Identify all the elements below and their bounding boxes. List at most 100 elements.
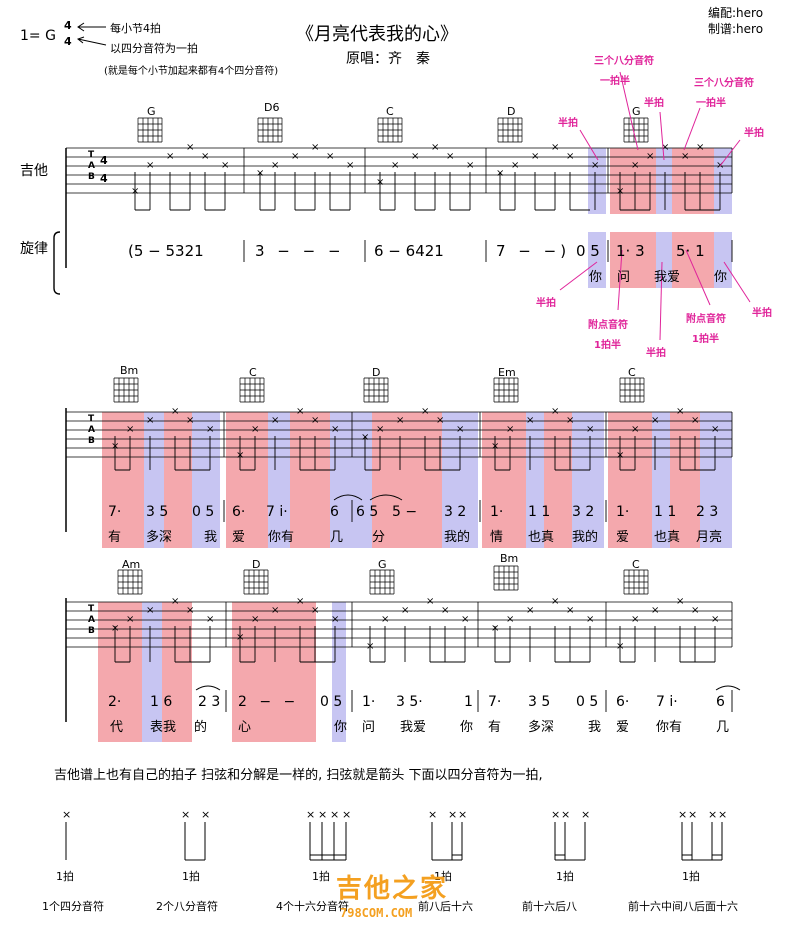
svg-text:×: ×	[428, 808, 437, 821]
svg-text:×: ×	[251, 614, 259, 625]
svg-text:×: ×	[448, 808, 457, 821]
annotation: 一拍半	[600, 76, 630, 87]
row2-tab-staff	[65, 408, 733, 532]
melody-note: 3 2	[444, 504, 467, 520]
svg-text:×: ×	[206, 424, 214, 435]
beat-count: 1拍	[182, 870, 200, 883]
lyric: 我的	[572, 530, 599, 545]
melody-measure: 6 − 6421	[374, 242, 444, 260]
svg-text:×: ×	[551, 596, 559, 607]
melody-note: 3 5	[146, 504, 169, 520]
lyric: 问	[362, 720, 376, 735]
svg-text:×: ×	[431, 142, 439, 153]
header-note-beats: 每小节4拍	[110, 22, 161, 35]
svg-text:×: ×	[111, 441, 119, 452]
lyric: 你	[714, 270, 728, 285]
svg-text:×: ×	[326, 151, 334, 162]
svg-text:×: ×	[566, 151, 574, 162]
row1-melody-barlines	[53, 231, 733, 295]
svg-text:×: ×	[581, 808, 590, 821]
svg-text:×: ×	[566, 415, 574, 426]
svg-text:×: ×	[586, 424, 594, 435]
svg-text:×: ×	[561, 808, 570, 821]
svg-text:×: ×	[526, 415, 534, 426]
lyric: 我的	[444, 530, 471, 545]
svg-text:×: ×	[491, 441, 499, 452]
lyric: 有	[108, 530, 122, 545]
melody-note: 1·	[362, 694, 376, 710]
svg-text:×: ×	[236, 632, 244, 643]
row1-chord-grids	[137, 117, 649, 143]
row2-highlights	[102, 412, 732, 548]
melody-measure: 3 − − −	[255, 242, 345, 260]
lyric: 我爱	[654, 270, 681, 285]
lyric: 分	[372, 530, 386, 545]
svg-text:×: ×	[631, 614, 639, 625]
melody-note: 2 − −	[238, 694, 300, 710]
svg-text:×: ×	[201, 808, 210, 821]
beat-legend	[65, 822, 723, 861]
melody-measure: (5 − 5321	[128, 242, 204, 260]
lyric: 你有	[656, 720, 683, 735]
melody-note: 0 5	[320, 694, 343, 710]
chord-name: Am	[122, 558, 141, 571]
lyric: 月亮	[696, 530, 723, 545]
svg-text:×: ×	[126, 424, 134, 435]
svg-text:×: ×	[186, 142, 194, 153]
beat-explanation: 吉他谱上也有自己的拍子 扫弦和分解是一样的, 扫弦就是箭头 下面以四分音符为一拍…	[54, 768, 543, 783]
svg-text:×: ×	[531, 151, 539, 162]
lyric: 爱	[232, 530, 246, 545]
lyric: 问	[617, 270, 631, 285]
svg-text:×: ×	[311, 605, 319, 616]
arranger: 编配:hero	[708, 6, 764, 20]
melody-note: 2 3	[696, 504, 719, 520]
svg-text:×: ×	[381, 614, 389, 625]
chord-name: C	[628, 366, 636, 379]
lyric: 你	[589, 270, 603, 285]
svg-text:×: ×	[676, 596, 684, 607]
chord-name: Em	[498, 366, 516, 379]
beat-count: 1拍	[434, 870, 452, 883]
melody-note: 7·	[488, 694, 502, 710]
svg-text:×: ×	[131, 186, 139, 197]
svg-text:×: ×	[691, 415, 699, 426]
svg-text:×: ×	[62, 808, 71, 821]
svg-text:×: ×	[318, 808, 327, 821]
svg-text:×: ×	[466, 160, 474, 171]
svg-text:×: ×	[441, 605, 449, 616]
annotation: 半拍	[752, 308, 772, 319]
lyric: 也真	[528, 530, 555, 545]
lyric: 有	[488, 720, 502, 735]
svg-text:×: ×	[201, 151, 209, 162]
melody-note: 3 2	[572, 504, 595, 520]
lyric: 爱	[616, 720, 630, 735]
annotation: 附点音符	[686, 314, 726, 325]
chord-name: G	[632, 105, 641, 118]
svg-text:×: ×	[456, 424, 464, 435]
svg-text:×: ×	[126, 614, 134, 625]
watermark-url: 798COM.COM	[340, 906, 413, 920]
annotation: 1拍半	[692, 334, 719, 345]
note-type-label: 前十六中间八后面十六	[628, 900, 738, 913]
svg-text:×: ×	[221, 160, 229, 171]
annotation: 半拍	[646, 348, 666, 359]
svg-text:×: ×	[376, 424, 384, 435]
lyric: 也真	[654, 530, 681, 545]
note-type-label: 前八后十六	[418, 900, 473, 913]
lyric: 我爱	[400, 720, 427, 735]
row2-chord-grids	[113, 377, 645, 403]
note-type-label: 4个十六分音符	[276, 900, 349, 913]
lyric: 我	[204, 530, 218, 545]
lyric: 几	[716, 720, 730, 735]
svg-text:×: ×	[331, 614, 339, 625]
melody-note: 1	[464, 694, 473, 710]
svg-text:×: ×	[496, 168, 504, 179]
svg-text:×: ×	[526, 605, 534, 616]
svg-text:×: ×	[586, 614, 594, 625]
melody-note: 3 5	[528, 694, 551, 710]
row2-tab-strokes	[114, 436, 716, 471]
chord-name: C	[632, 558, 640, 571]
